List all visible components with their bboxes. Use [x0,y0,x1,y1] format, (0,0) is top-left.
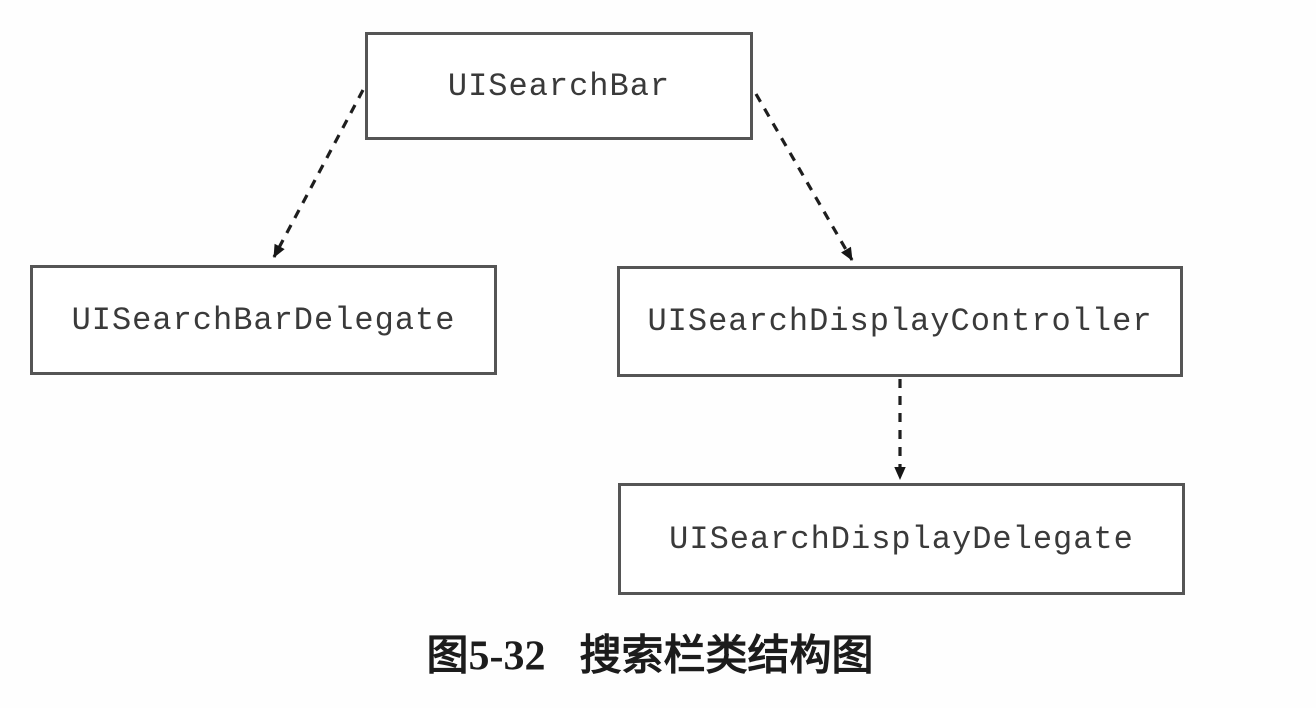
node-uisearchbar-label: UISearchBar [447,67,671,105]
node-uisearchbardelegate: UISearchBarDelegate [30,265,497,375]
figure-title: 搜索栏类结构图 [579,633,874,680]
node-uisearchbar: UISearchBar [365,32,753,140]
node-uisearchbardelegate-label: UISearchBarDelegate [71,301,456,339]
edge-searchbar-to-displaycontroller [754,93,854,261]
node-uisearchdisplaydelegate: UISearchDisplayDelegate [618,483,1185,595]
figure-caption: 图5-32 搜索栏类结构图 [426,622,873,683]
edge-searchbar-to-searchbardelegate [272,89,365,258]
node-uisearchdisplaycontroller-label: UISearchDisplayController [647,303,1153,340]
figure-number: 图5-32 [426,633,546,680]
node-uisearchdisplaycontroller: UISearchDisplayController [617,266,1183,377]
node-uisearchdisplaydelegate-label: UISearchDisplayDelegate [669,520,1134,558]
